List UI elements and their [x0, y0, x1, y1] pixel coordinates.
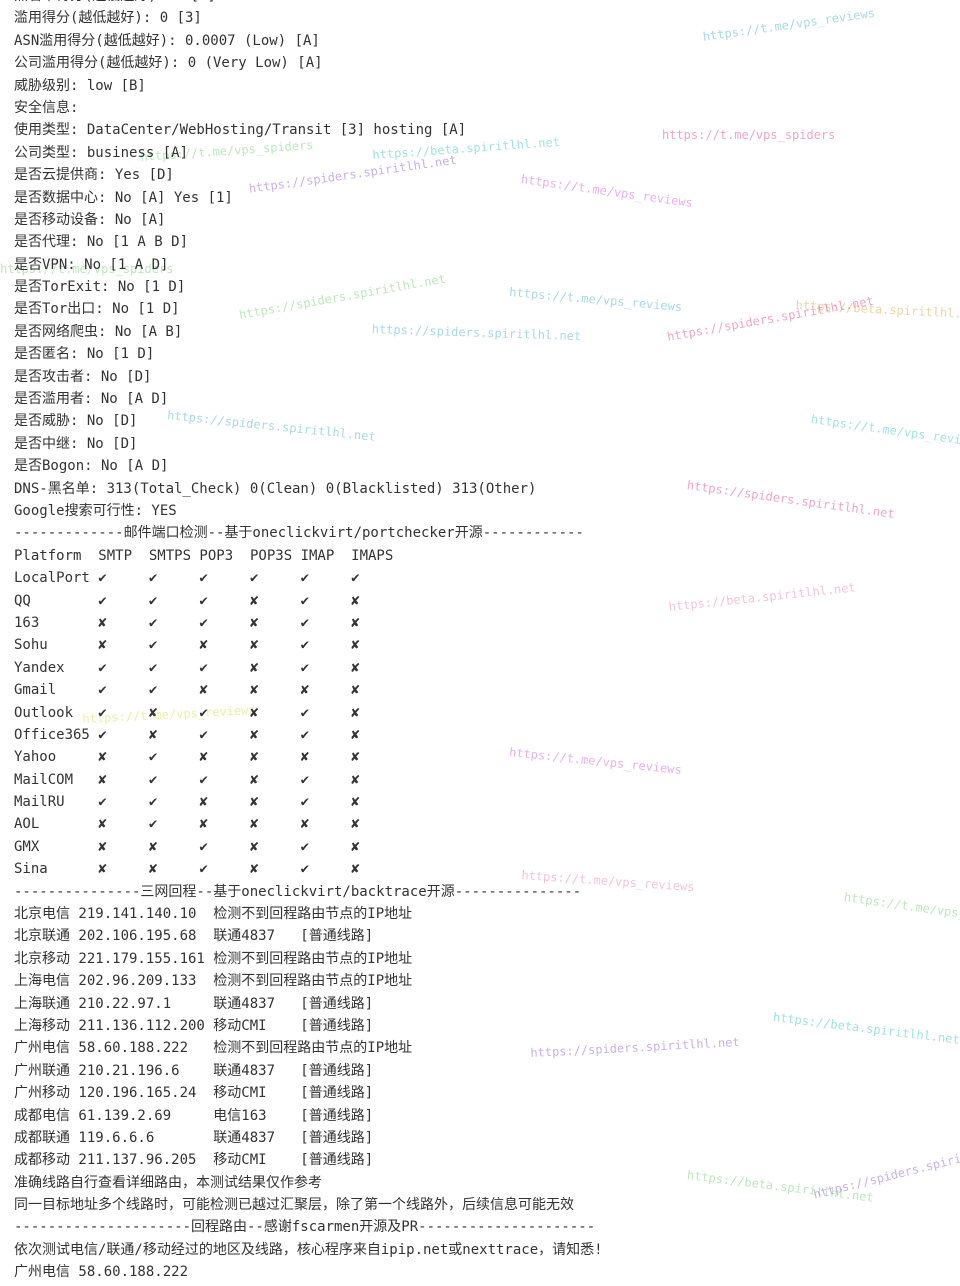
terminal-line: ASN滥用得分(越低越好): 0.0007 (Low) [A]: [14, 32, 320, 49]
terminal-line: 北京电信 219.141.140.10 检测不到回程路由节点的IP地址: [14, 906, 413, 923]
terminal-line: 公司类型: business [A]: [14, 144, 189, 161]
terminal-line: MailRU ✔ ✔ ✘ ✘ ✔ ✘: [14, 794, 360, 811]
terminal-output: 黑名单得分(越低越好): 0 [A] 滥用得分(越低越好): 0 [3] ASN滥用…: [14, 0, 603, 1284]
terminal-line: MailCOM ✘ ✔ ✔ ✘ ✔ ✘: [14, 771, 360, 788]
terminal-line: 同一目标地址多个线路时，可能检测已越过汇聚层，除了第一个线路外，后续信息可能无效: [14, 1197, 574, 1214]
watermark: https://beta.spiritlhl.net: [772, 1010, 960, 1047]
terminal-line: ---------------三网回程--基于oneclickvirt/back…: [14, 883, 582, 900]
terminal-line: 上海联通 210.22.97.1 联通4837 [普通线路]: [14, 995, 374, 1012]
terminal-line: 是否移动设备: No [A]: [14, 211, 166, 228]
watermark: https://t.me/vps_spiders: [0, 262, 174, 276]
terminal-line: LocalPort ✔ ✔ ✔ ✔ ✔ ✔: [14, 570, 360, 587]
terminal-line: 广州联通 210.21.196.6 联通4837 [普通线路]: [14, 1062, 374, 1079]
terminal-line: 广州电信 58.60.188.222: [14, 1264, 189, 1281]
terminal-line: 是否代理: No [1 A B D]: [14, 234, 189, 251]
terminal-line: Gmail ✔ ✔ ✘ ✘ ✘ ✘: [14, 682, 360, 699]
terminal-line: 是否TorExit: No [1 D]: [14, 279, 186, 296]
watermark: https://t.me/vps_reviews: [702, 5, 876, 44]
watermark: https://t.me/vps_spiders: [662, 128, 836, 142]
terminal-line: 是否Tor出口: No [1 D]: [14, 301, 180, 318]
terminal-line: Yahoo ✘ ✔ ✘ ✘ ✘ ✘: [14, 749, 360, 766]
watermark: https://spiders.spiritlhl.net: [686, 478, 896, 522]
terminal-line: 成都联通 119.6.6.6 联通4837 [普通线路]: [14, 1129, 374, 1146]
terminal-line: Yandex ✔ ✔ ✔ ✘ ✔ ✘: [14, 659, 360, 676]
terminal-line: 威胁级别: low [B]: [14, 77, 146, 94]
terminal-line: 是否滥用者: No [A D]: [14, 391, 169, 408]
terminal-line: 北京移动 221.179.155.161 检测不到回程路由节点的IP地址: [14, 950, 413, 967]
terminal-line: 黑名单得分(越低越好): 0 [A]: [14, 0, 603, 7]
terminal-line: 滥用得分(越低越好): 0 [3]: [14, 10, 202, 27]
terminal-line: 北京联通 202.106.195.68 联通4837 [普通线路]: [14, 928, 374, 945]
terminal-line: 使用类型: DataCenter/WebHosting/Transit [3] …: [14, 122, 467, 139]
terminal-line: Platform SMTP SMTPS POP3 POP3S IMAP IMAP…: [14, 547, 394, 564]
terminal-line: -------------邮件端口检测--基于oneclickvirt/port…: [14, 525, 584, 542]
watermark: https://spiders.spiritlhl.net: [666, 293, 875, 344]
terminal-line: AOL ✘ ✔ ✘ ✘ ✘ ✘: [14, 816, 360, 833]
terminal-line: 是否中继: No [D]: [14, 435, 138, 452]
watermark: https://t.me/vps_spiders: [843, 890, 960, 928]
terminal-line: 公司滥用得分(越低越好): 0 (Very Low) [A]: [14, 55, 323, 72]
terminal-line: 是否威胁: No [D]: [14, 413, 138, 430]
terminal-line: 是否Bogon: No [A D]: [14, 458, 169, 475]
watermark: https://t.me/vps_reviews: [810, 412, 960, 450]
terminal-line: 是否攻击者: No [D]: [14, 368, 152, 385]
terminal-line: 成都电信 61.139.2.69 电信163 [普通线路]: [14, 1107, 374, 1124]
terminal-line: 成都移动 211.137.96.205 移动CMI [普通线路]: [14, 1152, 374, 1169]
terminal-line: ---------------------回程路由--感谢fscarmen开源及…: [14, 1219, 596, 1236]
terminal-line: 是否匿名: No [1 D]: [14, 346, 155, 363]
terminal-line: GMX ✘ ✘ ✔ ✘ ✔ ✘: [14, 838, 360, 855]
terminal-line: 上海移动 211.136.112.200 移动CMI [普通线路]: [14, 1017, 374, 1034]
terminal-line: 是否VPN: No [1 A D]: [14, 256, 169, 273]
terminal-line: 是否网络爬虫: No [A B]: [14, 323, 183, 340]
terminal-line: 广州移动 120.196.165.24 移动CMI [普通线路]: [14, 1085, 374, 1102]
watermark: https://spiders.spiritlhl.net: [812, 1137, 960, 1202]
terminal-line: Sina ✘ ✘ ✔ ✘ ✔ ✘: [14, 861, 360, 878]
terminal-line: 上海电信 202.96.209.133 检测不到回程路由节点的IP地址: [14, 973, 413, 990]
terminal-line: 是否数据中心: No [A] Yes [1]: [14, 189, 233, 206]
terminal-line: DNS-黑名单: 313(Total_Check) 0(Clean) 0(Bla…: [14, 480, 537, 497]
terminal-line: 广州电信 58.60.188.222 检测不到回程路由节点的IP地址: [14, 1040, 413, 1057]
terminal-line: 安全信息:: [14, 99, 79, 116]
terminal-line: Outlook ✔ ✘ ✔ ✘ ✔ ✘: [14, 704, 360, 721]
terminal-line: 依次测试电信/联通/移动经过的地区及线路，核心程序来自ipip.net或next…: [14, 1241, 603, 1258]
watermark: https://beta.spiritlhl.net: [668, 580, 857, 614]
terminal-line: 是否云提供商: Yes [D]: [14, 167, 174, 184]
terminal-line: QQ ✔ ✔ ✔ ✘ ✔ ✘: [14, 592, 360, 609]
terminal-line: Google搜索可行性: YES: [14, 502, 177, 519]
terminal-line: 准确线路自行查看详细路由，本测试结果仅作参考: [14, 1174, 322, 1191]
terminal-line: 163 ✘ ✔ ✔ ✘ ✔ ✘: [14, 614, 360, 631]
terminal-line: Sohu ✘ ✔ ✘ ✘ ✔ ✘: [14, 637, 360, 654]
terminal-line: Office365 ✔ ✘ ✔ ✘ ✔ ✘: [14, 726, 360, 743]
